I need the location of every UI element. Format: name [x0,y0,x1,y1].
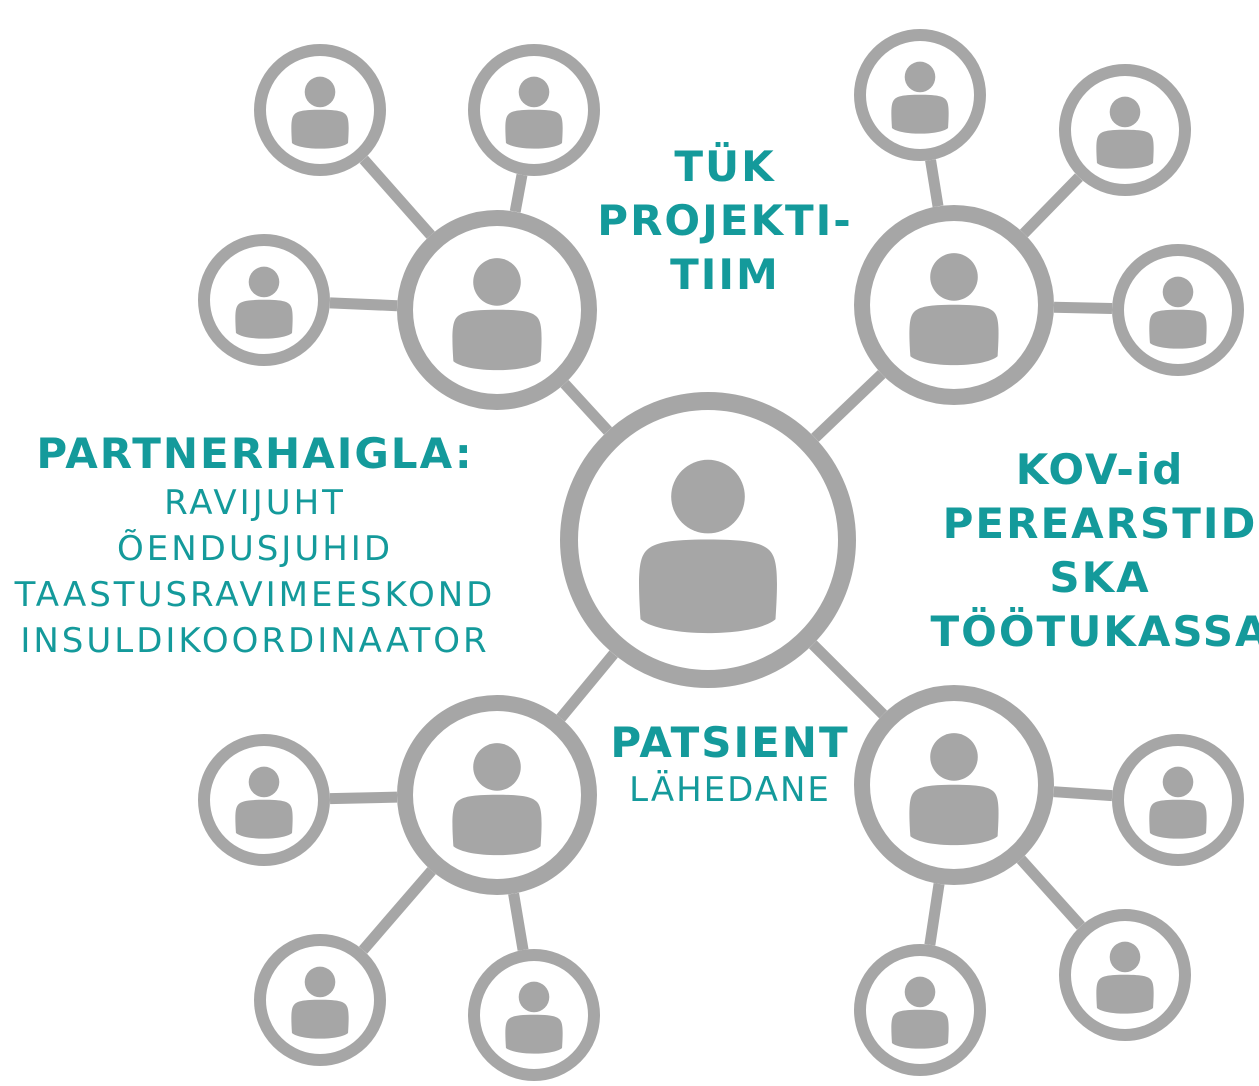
satellite-person-node [854,29,986,161]
connector-line [329,297,398,312]
satellite-person-node [854,944,986,1076]
connector-line [560,379,613,435]
team-label-title: PARTNERHAIGLA: [36,429,474,478]
team-label-item: INSULDIKOORDINAATOR [20,621,490,661]
connector-line [358,867,436,954]
team-label-line: SKA [1049,553,1151,602]
connector-line [1016,855,1085,930]
satellite-person-node [468,44,600,176]
team-label-line: PROJEKTI- [597,196,853,245]
hub-node-bottom-right [854,685,1054,885]
hub-node-bottom-left [397,695,597,895]
connector-line [1053,301,1113,315]
person-nodes [198,29,1244,1081]
connector-line [808,640,888,719]
team-label-line: TÜK [674,142,776,191]
team-label-line: KOV-id [1015,445,1185,494]
hub-node-top-left [397,210,597,410]
connector-line [1019,173,1083,238]
satellite-person-node [254,934,386,1066]
satellite-person-node [198,734,330,866]
connector-line [924,883,945,946]
center-patient-node [560,392,856,688]
connector-line [359,155,435,239]
team-label-item: ÕENDUSJUHID [116,529,393,569]
satellite-person-node [198,234,330,366]
connector-line [508,892,529,951]
team-label-line: PEREARSTID [942,499,1258,548]
team-label-line: TÖÖTUKASSA [930,607,1259,656]
satellite-person-node [1112,734,1244,866]
connector-line [925,159,944,208]
team-label-item: TAASTUSRAVIMEESKOND [14,575,496,615]
team-label-patsient: PATSIENT LÄHEDANE [590,716,870,810]
connector-line [1053,786,1113,802]
satellite-person-node [1059,64,1191,196]
satellite-person-node [1059,909,1191,1041]
hub-node-top-right [854,205,1054,405]
team-label-item: RAVIJUHT [164,483,346,523]
team-label-partnerhaigla: PARTNERHAIGLA: RAVIJUHT ÕENDUSJUHID TAAS… [0,428,510,664]
connector-line [811,370,886,442]
team-label-title: PATSIENT [610,718,850,767]
satellite-person-node [254,44,386,176]
team-label-line: TIIM [670,250,780,299]
team-label-subtitle: LÄHEDANE [629,770,831,810]
team-label-tuk: TÜK PROJEKTI- TIIM [560,140,890,302]
team-label-kov: KOV-id PEREARSTID SKA TÖÖTUKASSA [930,443,1259,659]
connector-lines [329,155,1113,954]
connector-line [509,173,528,213]
connector-line [556,650,618,722]
connector-line [329,791,398,805]
satellite-person-node [1112,244,1244,376]
satellite-person-node [468,949,600,1081]
